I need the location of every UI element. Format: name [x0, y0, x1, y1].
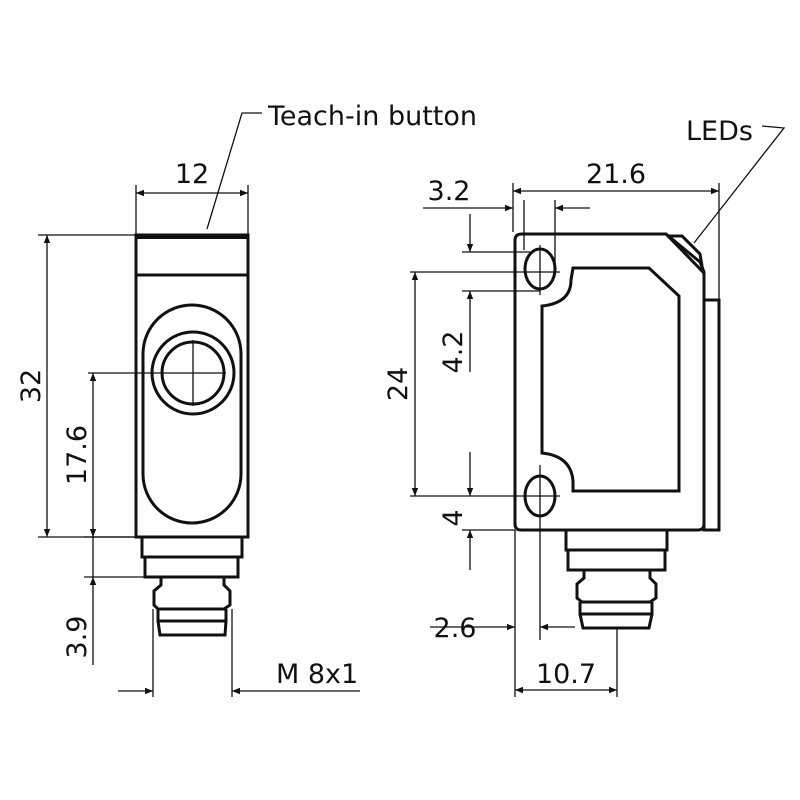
- dim-side-width-label: 21.6: [586, 159, 646, 190]
- dim-hole-offset-label: 3.2: [428, 176, 471, 207]
- dim-hole-spacing-label: 24: [383, 367, 414, 401]
- dim-hole-bottom-label: 4: [438, 509, 469, 526]
- teach-in-leader: [206, 112, 262, 230]
- leds-label: LEDs: [686, 116, 753, 147]
- led-window: [664, 234, 706, 277]
- side-plate: [702, 298, 721, 532]
- dim-connector-label: 3.9: [62, 616, 93, 659]
- dim-lens-label: 17.6: [62, 425, 93, 485]
- leds-leader: [693, 125, 786, 244]
- dim-hole-center-label: 2.6: [434, 613, 477, 644]
- optical-window: [540, 266, 681, 493]
- thread-label: M 8x1: [276, 659, 358, 690]
- front-view: 12 32 17.6 3.9 M 8x1 Teach-in button: [16, 101, 477, 697]
- dim-connector-center-label: 10.7: [536, 659, 596, 690]
- teach-in-button-label: Teach-in button: [267, 101, 477, 132]
- teach-in-button-top: [136, 235, 248, 239]
- lens-window: [141, 303, 243, 525]
- front-connector: [140, 535, 244, 637]
- side-view: 21.6 3.2 4.2 24 4 2.6 10.7 LEDs: [383, 116, 786, 697]
- dim-width-label: 12: [175, 159, 209, 190]
- side-connector: [564, 528, 669, 630]
- dim-height-label: 32: [16, 369, 47, 403]
- dim-hole-size-label: 4.2: [438, 331, 469, 374]
